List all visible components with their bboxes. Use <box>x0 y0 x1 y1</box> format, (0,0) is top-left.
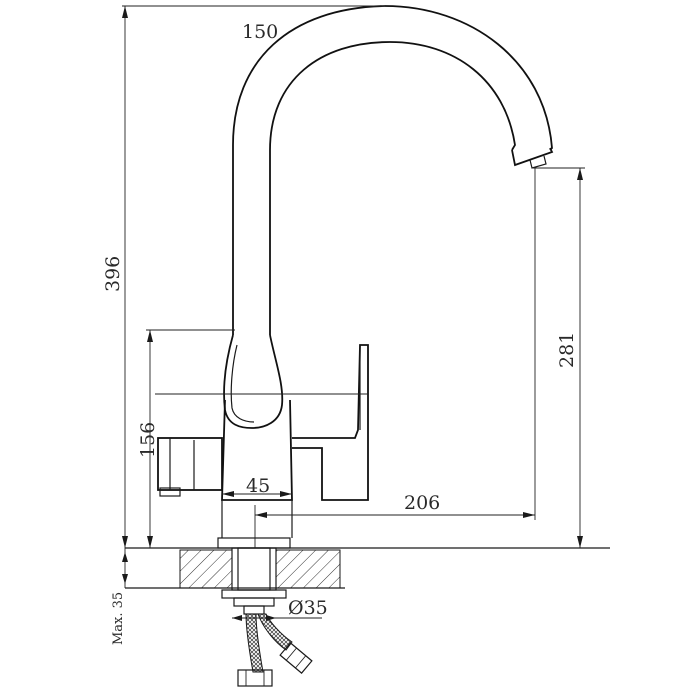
faucet-body <box>157 5 554 538</box>
dim-hole-diameter: Ø35 <box>288 597 328 619</box>
dim-spout-height: 281 <box>556 332 578 368</box>
dim-body-width: 45 <box>246 475 270 497</box>
dim-max-thickness: Max. 35 <box>111 592 126 645</box>
dim-spout-reach: 150 <box>242 21 278 43</box>
mounting-shank <box>217 537 291 615</box>
dim-spout-projection: 206 <box>404 492 440 514</box>
dimension-labels: 150 396 281 156 45 206 Ø35 Max. 35 <box>102 21 578 645</box>
dim-body-height: 156 <box>137 422 159 458</box>
flexible-hoses <box>237 613 313 687</box>
dimension-lines <box>122 5 585 621</box>
dim-total-height: 396 <box>102 256 124 292</box>
countertop-section <box>125 547 610 589</box>
